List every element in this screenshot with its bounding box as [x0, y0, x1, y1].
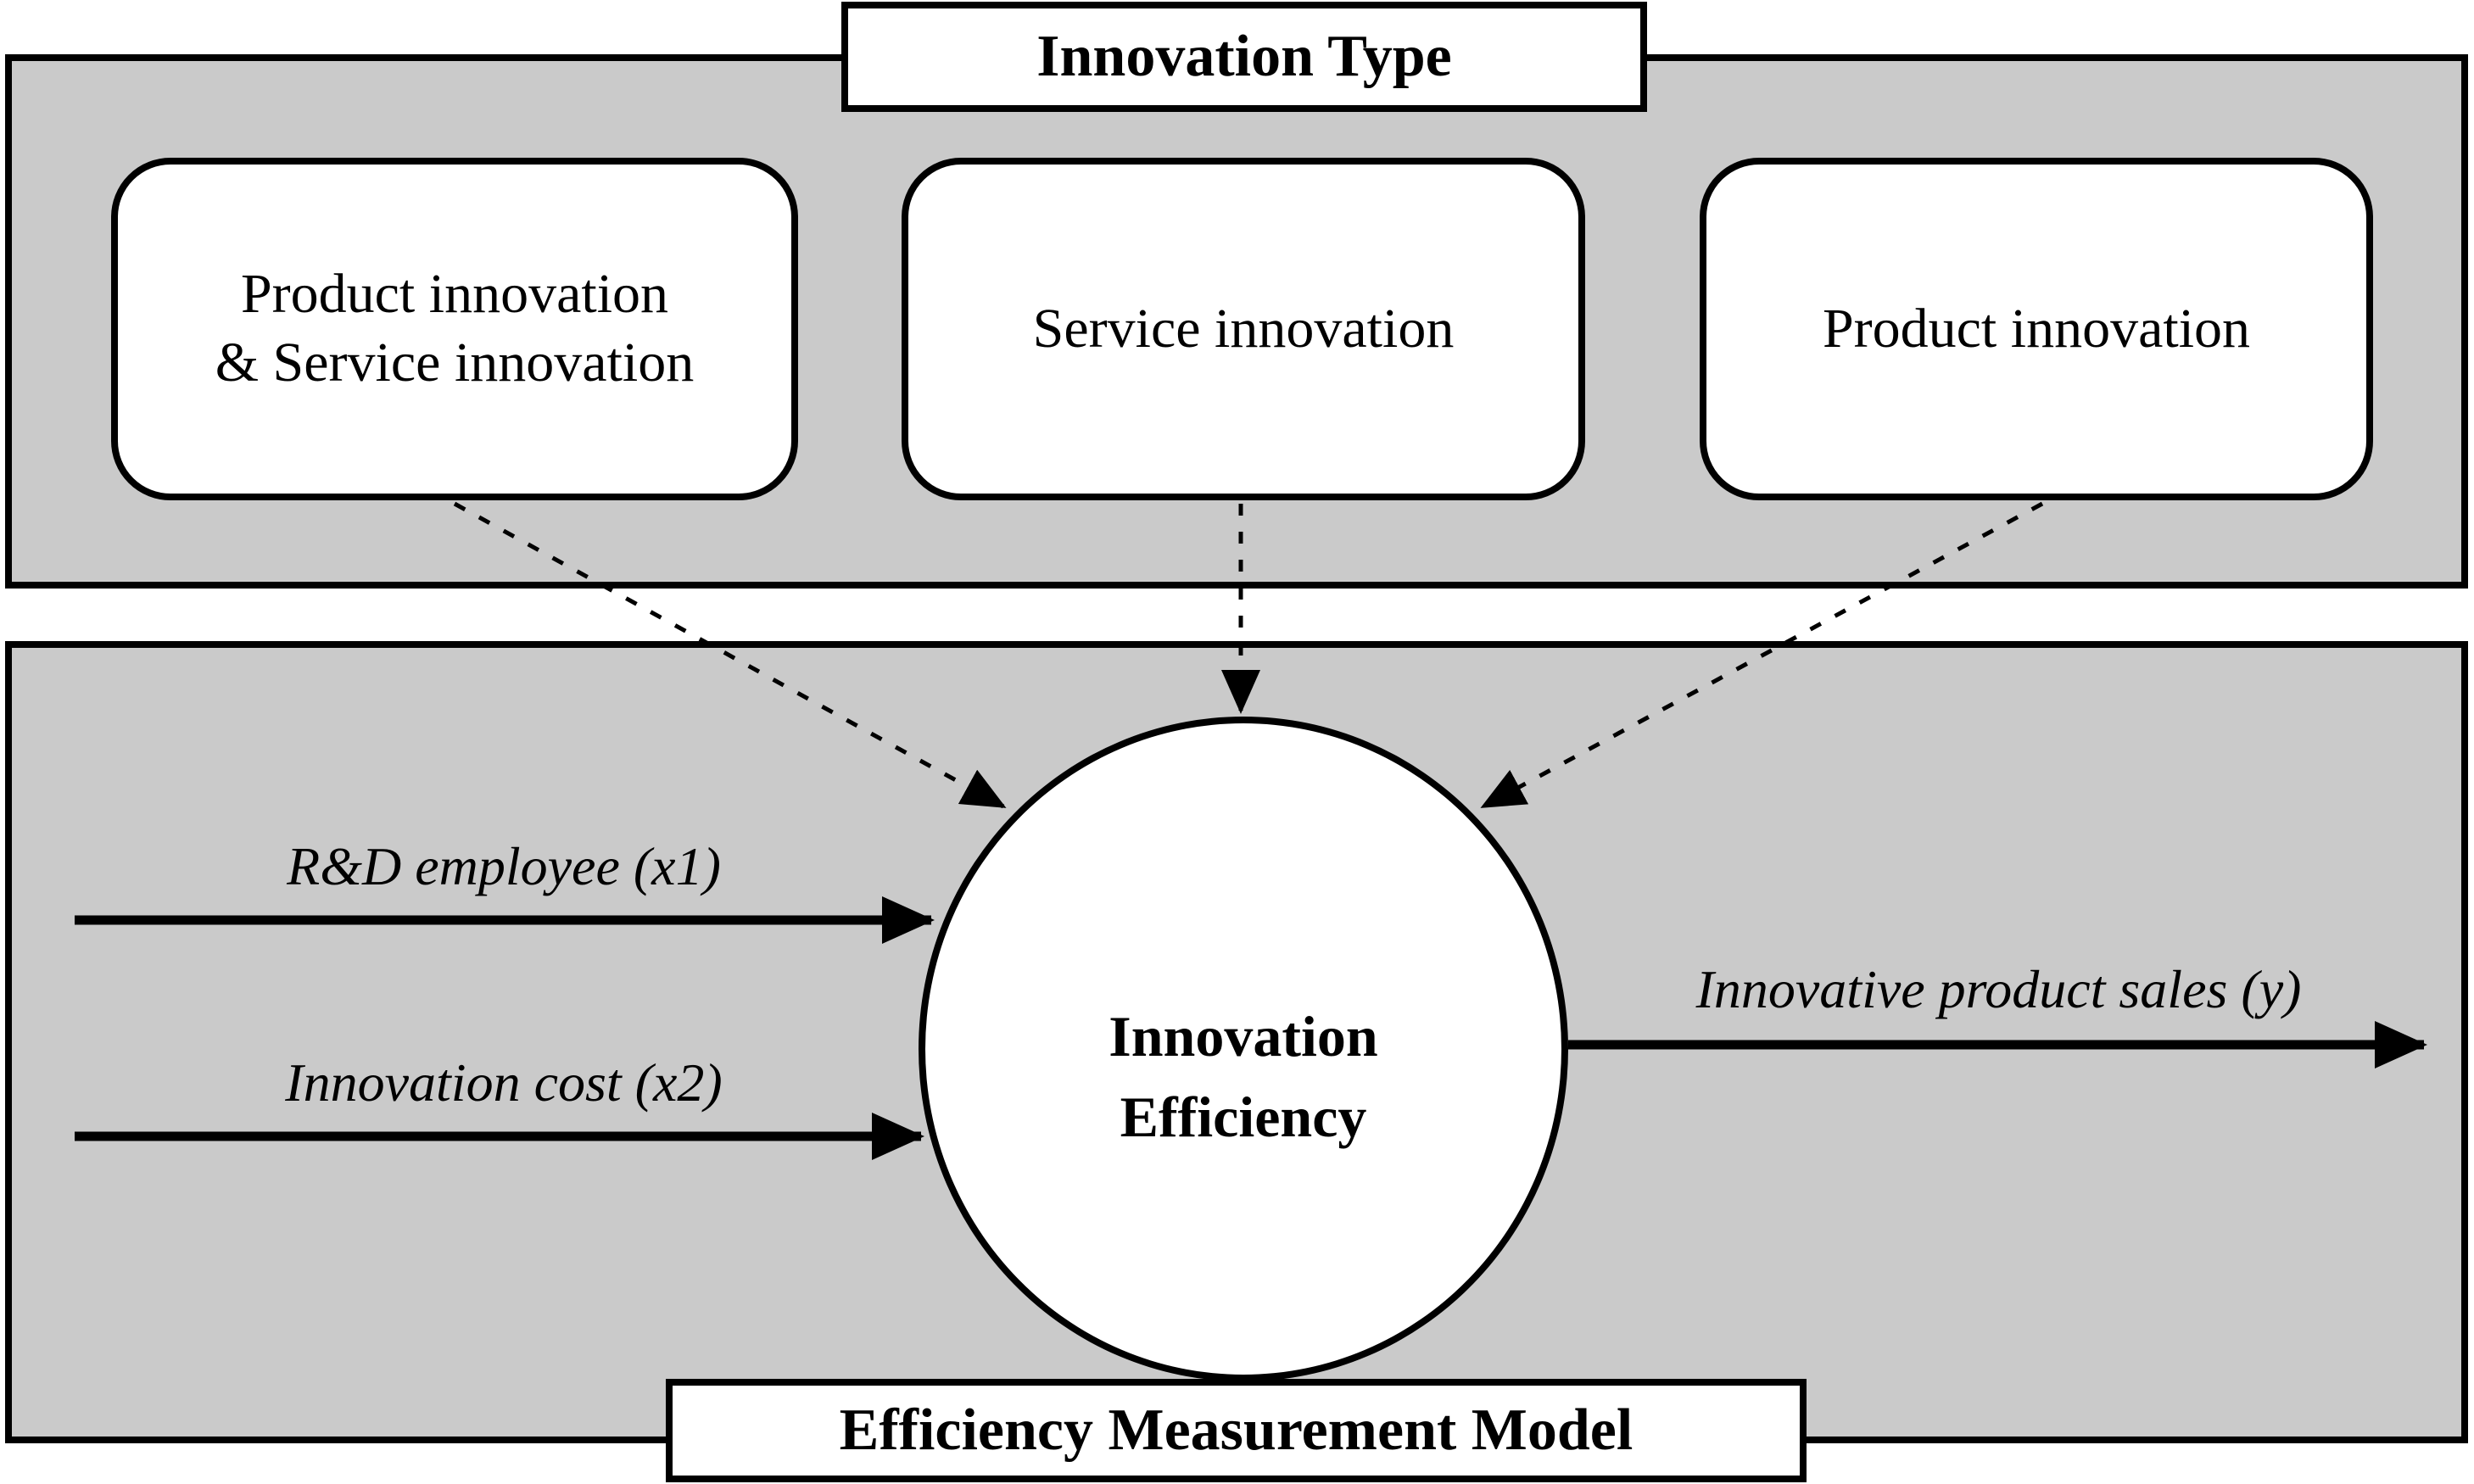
input-label-innovation-cost: Innovation cost (x2) — [285, 1052, 723, 1113]
box-label-line: & Service innovation — [215, 332, 695, 393]
innovation-type-title: Innovation Type — [1036, 24, 1452, 89]
box-label-line: Product innovation — [240, 263, 669, 326]
input-label-rd-employee: R&D employee (x1) — [287, 836, 721, 896]
innovation-type-title-box: Innovation Type — [841, 2, 1647, 112]
box-label-line: Service innovation — [1032, 297, 1455, 360]
box-product-and-service-innovation: Product innovation & Service innovation — [111, 158, 798, 500]
box-service-innovation: Service innovation — [902, 158, 1585, 500]
efficiency-model-title-box: Efficiency Measurement Model — [666, 1379, 1807, 1482]
innovation-efficiency-circle: Innovation Efficiency — [919, 717, 1568, 1381]
box-product-innovation: Product innovation — [1700, 158, 2373, 500]
circle-label-line: Efficiency — [1120, 1085, 1367, 1149]
output-label-innovative-product-sales: Innovative product sales (y) — [1695, 959, 2302, 1019]
circle-label-line: Innovation — [1109, 1003, 1378, 1068]
efficiency-model-title: Efficiency Measurement Model — [839, 1398, 1634, 1463]
box-label-line: Product innovation — [1822, 297, 2251, 360]
